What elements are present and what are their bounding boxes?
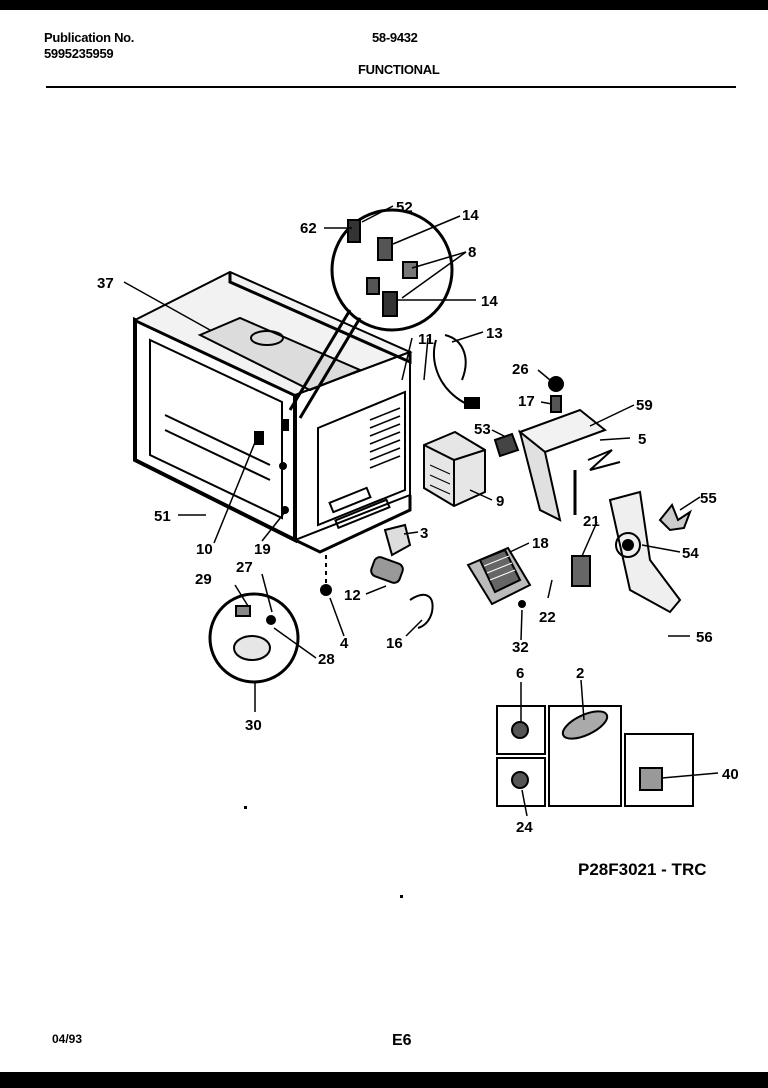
callout-label: 26 — [512, 361, 529, 378]
callout-label: 16 — [386, 635, 403, 652]
revision-date: 04/93 — [52, 1032, 83, 1046]
callout-label: 51 — [154, 508, 171, 525]
callout-label: 27 — [236, 559, 253, 576]
callout-label: 37 — [97, 275, 114, 292]
callout-label: 55 — [700, 490, 717, 507]
fan-motor-bracket — [571, 490, 693, 614]
callout-label: 28 — [318, 651, 335, 668]
callout-label: 14 — [462, 207, 479, 224]
page-number: E6 — [392, 1032, 412, 1049]
publication-label: Publication No. — [44, 30, 135, 45]
callout-label: 30 — [245, 717, 262, 734]
callout-label: 17 — [518, 393, 535, 410]
scan-top-edge — [0, 0, 768, 10]
callout-label: 5 — [638, 431, 646, 448]
callout-label: 3 — [420, 525, 428, 542]
callout-label: 59 — [636, 397, 653, 414]
callout-label: 9 — [496, 493, 504, 510]
cabinet-assembly — [132, 270, 413, 554]
scan-bottom-edge — [0, 1072, 768, 1088]
mounting-bracket — [493, 376, 621, 522]
callout-label: 6 — [516, 665, 524, 682]
callout-label: 62 — [300, 220, 317, 237]
callout-label: 40 — [722, 766, 739, 783]
callout-label: 56 — [696, 629, 713, 646]
model-number: P28F3021 - TRC — [578, 860, 707, 879]
callout-label: 54 — [682, 545, 699, 562]
callout-label: 13 — [486, 325, 503, 342]
callout-label: 14 — [481, 293, 498, 310]
callout-label: 10 — [196, 541, 213, 558]
publication-number: 5995235959 — [44, 46, 114, 61]
callout-label: 22 — [539, 609, 556, 626]
callout-label: 18 — [532, 535, 549, 552]
callout-label: 24 — [516, 819, 533, 836]
callout-label: 21 — [583, 513, 600, 530]
callout-label: 32 — [512, 639, 529, 656]
callout-label: 11 — [418, 331, 434, 348]
magnetron — [466, 546, 532, 608]
scan-speck — [244, 806, 247, 809]
callout-label: 8 — [468, 244, 476, 261]
thermostat-detail-circle — [208, 592, 300, 684]
callout-label: 29 — [195, 571, 212, 588]
scan-speck — [400, 895, 403, 898]
section-title: FUNCTIONAL — [358, 62, 440, 77]
leader-lines — [123, 205, 719, 817]
switch-detail-circle — [288, 208, 454, 419]
callout-label: 12 — [344, 587, 361, 604]
header-rule — [46, 86, 736, 88]
callout-label: 52 — [396, 199, 413, 216]
callout-labels: 52 62 14 8 14 37 11 13 26 17 59 53 5 9 5… — [97, 199, 739, 836]
callout-label: 19 — [254, 541, 271, 558]
callout-label: 2 — [576, 665, 584, 682]
high-voltage-transformer — [423, 430, 486, 508]
callout-label: 53 — [474, 421, 491, 438]
accessory-boxes — [496, 705, 694, 807]
callout-label: 4 — [340, 635, 349, 652]
capacitor-assembly — [320, 523, 434, 629]
catalog-number: 58-9432 — [372, 30, 418, 45]
